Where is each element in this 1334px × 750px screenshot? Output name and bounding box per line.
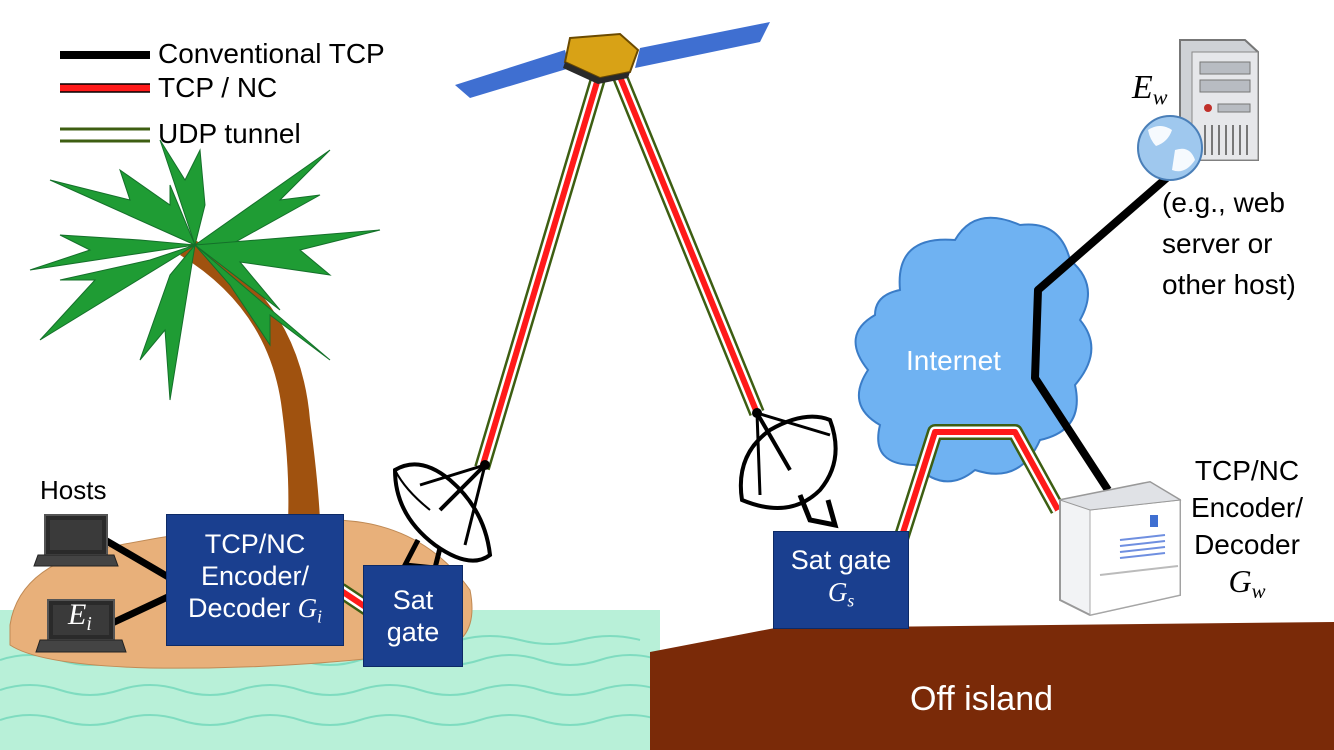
tcp-wan-link [1031, 171, 1173, 493]
legend-udp-tunnel: UDP tunnel [158, 118, 301, 149]
ew-label: Ew [1132, 69, 1168, 110]
cloud-icon [854, 216, 1093, 483]
ei-label: Ei [68, 598, 92, 635]
gi-encoder-decoder-box: TCP/NC Encoder/ Decoder Gi [166, 514, 344, 646]
off-island-land [650, 622, 1334, 750]
satgate-gs-box: Sat gate Gs [773, 531, 909, 629]
laptop-icon [33, 514, 119, 567]
laptop-icon [35, 599, 127, 653]
internet-label: Internet [906, 345, 1001, 376]
server-icon [1179, 39, 1259, 161]
gi-line2: Encoder/ [200, 560, 310, 591]
hosts-label: Hosts [40, 475, 107, 505]
satellite-dish-icon [738, 408, 839, 529]
off-island-label: Off island [910, 680, 1054, 718]
legend-lines [60, 51, 150, 143]
satgate-island-box: Sat gate [363, 565, 463, 667]
gw-description: TCP/NC Encoder/ Decoder Gw [1190, 455, 1304, 604]
host-link-1 [103, 536, 172, 582]
gi-line1: TCP/NC [204, 528, 306, 559]
satellite-uplink [474, 69, 608, 471]
legend-conventional-tcp: Conventional TCP [158, 38, 385, 69]
satellite-icon [455, 22, 770, 98]
palm-tree-icon [29, 139, 381, 522]
globe-icon [1137, 115, 1203, 181]
gi-line3: Decoder Gi [188, 592, 322, 627]
satellite-downlink [610, 68, 765, 417]
satellite-dish-icon [392, 460, 493, 571]
legend-tcp-nc: TCP / NC [158, 72, 278, 103]
ew-description: (e.g., web server or other host) [1162, 187, 1296, 300]
server-icon [1058, 480, 1182, 617]
internet-tunnel [892, 424, 1066, 545]
